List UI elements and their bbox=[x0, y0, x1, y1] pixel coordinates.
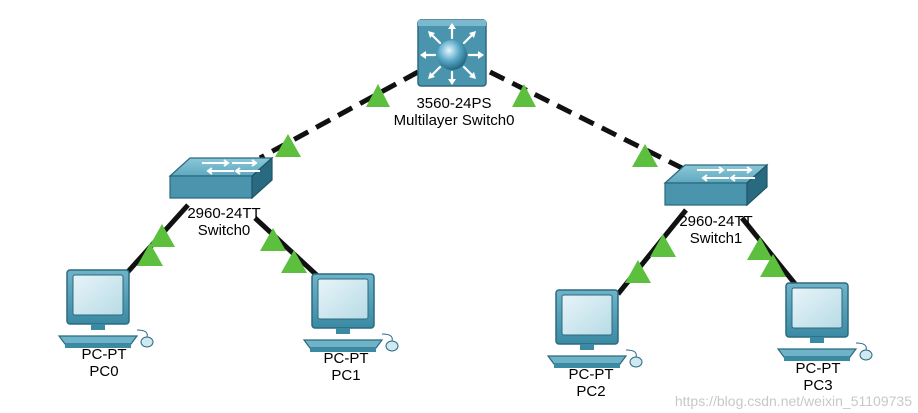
device-label-mls: 3560-24PS Multilayer Switch0 bbox=[394, 95, 515, 129]
device-name: Switch1 bbox=[689, 230, 743, 247]
link-status-up-icon bbox=[149, 224, 175, 247]
device-label-pc2: PC-PT PC2 bbox=[569, 366, 614, 400]
device-label-pc0: PC-PT PC0 bbox=[82, 346, 127, 380]
device-label-switch1: 2960-24TT Switch1 bbox=[679, 213, 752, 247]
pc-icon[interactable] bbox=[303, 273, 399, 353]
device-label-pc3: PC-PT PC3 bbox=[796, 360, 841, 394]
device-name: PC0 bbox=[89, 363, 119, 380]
pc-icon[interactable] bbox=[547, 289, 643, 369]
device-model: 2960-24TT bbox=[679, 213, 753, 230]
device-model: PC-PT bbox=[81, 346, 127, 363]
device-name: Switch0 bbox=[197, 222, 251, 239]
pc-icon[interactable] bbox=[777, 282, 873, 362]
switch-icon[interactable] bbox=[169, 157, 273, 199]
device-name: Multilayer Switch0 bbox=[393, 112, 515, 129]
pc-icon[interactable] bbox=[58, 269, 154, 349]
link-status-up-icon bbox=[275, 134, 301, 157]
watermark: https://blog.csdn.net/weixin_51109735 bbox=[674, 393, 912, 409]
link-status-up-icon bbox=[366, 84, 390, 107]
link-switch0-pc1[interactable] bbox=[253, 216, 324, 282]
link-switch1-pc3[interactable] bbox=[740, 216, 802, 292]
link-status-up-icon bbox=[632, 144, 658, 167]
link-status-up-icon bbox=[760, 254, 786, 277]
link-status-up-icon bbox=[281, 250, 307, 273]
link-mls-switch1[interactable] bbox=[488, 69, 692, 175]
link-status-up-icon bbox=[650, 234, 676, 257]
device-model: PC-PT bbox=[795, 360, 841, 377]
link-status-up-icon bbox=[137, 243, 163, 266]
link-status-up-icon bbox=[260, 228, 286, 251]
device-model: PC-PT bbox=[323, 350, 369, 367]
device-model: PC-PT bbox=[568, 366, 614, 383]
device-name: PC3 bbox=[803, 377, 833, 394]
link-status-up-icon bbox=[747, 237, 773, 260]
link-status-up-icon bbox=[512, 84, 536, 107]
device-label-pc1: PC-PT PC1 bbox=[324, 350, 369, 384]
link-status-up-icon bbox=[625, 260, 651, 283]
device-name: PC2 bbox=[576, 383, 606, 400]
switch-icon[interactable] bbox=[664, 164, 768, 206]
device-model: 2960-24TT bbox=[187, 205, 261, 222]
link-mls-switch0[interactable] bbox=[258, 69, 420, 161]
multilayer-switch-icon[interactable] bbox=[417, 19, 487, 87]
device-model: 3560-24PS bbox=[416, 95, 492, 112]
device-label-switch0: 2960-24TT Switch0 bbox=[187, 205, 260, 239]
device-name: PC1 bbox=[331, 367, 361, 384]
